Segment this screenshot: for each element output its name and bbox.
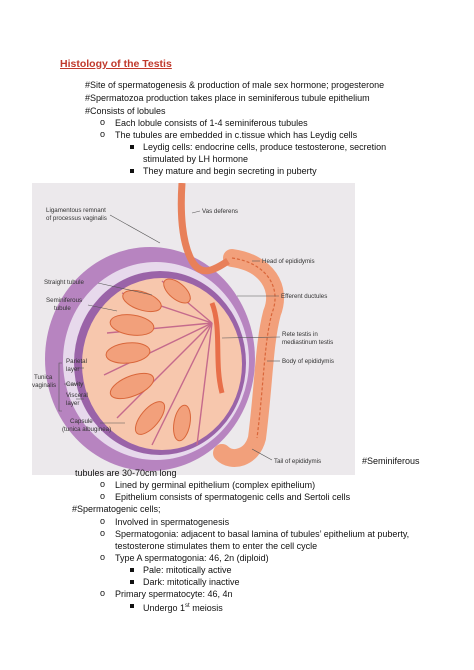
intro-line-1: #Site of spermatogenesis & production of… [85, 80, 385, 90]
label-head-epididymis: Head of epididymis [262, 258, 315, 265]
sperm-point-2b: testosterone stimulates them to enter th… [115, 541, 318, 551]
hollow-bullet: o [100, 117, 106, 127]
square-bullet [130, 580, 134, 584]
hollow-bullet: o [100, 479, 106, 489]
hollow-bullet: o [100, 528, 106, 538]
page-title: Histology of the Testis [60, 58, 172, 70]
label-tunica-2: vaginalis [32, 382, 56, 389]
sperm-point-4: Primary spermatocyte: 46, 4n [115, 589, 233, 599]
tubule-point-2: Epithelium consists of spermatogenic cel… [115, 492, 351, 502]
label-parietal-1: Parietal [66, 358, 87, 365]
label-capsule-2: (tunica albuginea) [62, 426, 111, 433]
sperm-point-3: Type A spermatogonia: 46, 2n (diploid) [115, 553, 269, 563]
epididymis-coils [231, 257, 276, 439]
sperm-point-3b: Dark: mitotically inactive [143, 577, 240, 587]
label-ligament-1: Ligamentous remnant [46, 207, 106, 214]
square-bullet [130, 145, 134, 149]
label-rete-2: mediastinum testis [282, 339, 333, 346]
spermatogenic-heading: #Spermatogenic cells; [72, 504, 161, 514]
tunica-bracket [58, 362, 62, 412]
hollow-bullet: o [100, 516, 106, 526]
label-ligament-2: of processus vaginalis [46, 215, 107, 222]
leydig-line-2: They mature and begin secreting in puber… [143, 166, 317, 176]
intro-sub-1: Each lobule consists of 1-4 seminiferous… [115, 118, 308, 128]
leader-lines [64, 210, 281, 461]
leydig-line-1b: stimulated by LH hormone [143, 154, 249, 164]
label-parietal-2: layer [66, 366, 79, 373]
testis-diagram: Ligamentous remnant of processus vaginal… [32, 182, 355, 475]
hollow-bullet: o [100, 491, 106, 501]
square-bullet [130, 169, 134, 173]
rete-testis [209, 302, 225, 394]
label-vas-deferens: Vas deferens [202, 208, 238, 215]
hollow-bullet: o [100, 129, 106, 139]
leydig-line-1: Leydig cells: endocrine cells, produce t… [143, 142, 387, 152]
seminiferous-tag: #Seminiferous [362, 456, 420, 466]
sperm-point-2a: Spermatogonia: adjacent to basal lamina … [115, 529, 410, 539]
meiosis-text-post: meiosis [189, 603, 223, 613]
label-tunica-1: Tunica [34, 374, 53, 381]
label-visceral-1: Visceral [66, 392, 88, 399]
sperm-point-4a: Undergo 1st meiosis [143, 600, 223, 614]
sperm-point-1: Involved in spermatogenesis [115, 517, 230, 527]
tubule-point-1: Lined by germinal epithelium (complex ep… [115, 480, 316, 490]
meiosis-superscript: st [185, 603, 190, 609]
intro-line-3: #Consists of lobules [85, 106, 166, 116]
square-bullet [130, 568, 134, 572]
label-straight-tubule: Straight tubule [44, 279, 84, 286]
label-rete-1: Rete testis in [282, 331, 318, 338]
label-seminiferous-1: Seminiferous [46, 297, 82, 304]
testis-histology-figure: Ligamentous remnant of processus vaginal… [32, 182, 355, 475]
label-cavity: Cavity [66, 381, 84, 388]
label-visceral-2: layer [66, 400, 79, 407]
vas-deferens [177, 182, 230, 275]
hollow-bullet: o [100, 588, 106, 598]
meiosis-text-pre: Undergo 1 [143, 603, 186, 613]
intro-sub-2: The tubules are embedded in c.tissue whi… [115, 130, 358, 140]
tubules-length: tubules are 30-70cm long [75, 468, 177, 478]
square-bullet [130, 604, 134, 608]
hollow-bullet: o [100, 552, 106, 562]
seminiferous-lobules [105, 278, 191, 442]
label-tail-epididymis: Tail of epididymis [274, 458, 321, 465]
label-seminiferous-2: tubule [54, 305, 71, 312]
intro-line-2: #Spermatozoa production takes place in s… [85, 93, 370, 103]
epididymis [213, 249, 285, 467]
label-capsule-1: Capsule [70, 418, 93, 425]
sperm-point-3a: Pale: mitotically active [143, 565, 232, 575]
label-body-epididymis: Body of epididymis [282, 358, 334, 365]
label-efferent: Efferent ductules [281, 293, 327, 300]
